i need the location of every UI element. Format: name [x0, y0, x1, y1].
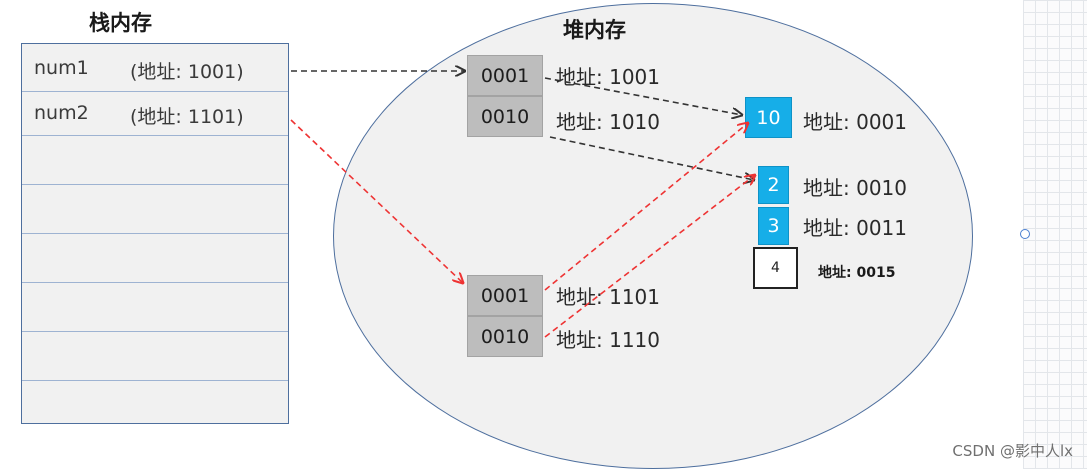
value-10-address: 地址: 0001 [803, 110, 907, 134]
array2-cell0-to-value10-arrow [544, 123, 748, 291]
stack-memory-table: num1 (地址: 1001) num2 (地址: 1101) [21, 43, 289, 424]
canvas-grid-background [1023, 0, 1087, 469]
stack-row: num2 (地址: 1101) [22, 92, 288, 136]
array1-address-0: 地址: 1001 [556, 65, 660, 89]
array1-address-1: 地址: 1010 [556, 110, 660, 134]
stack-row [22, 332, 288, 381]
array2-address-1: 地址: 1110 [556, 328, 660, 352]
connection-handle [1020, 229, 1030, 239]
array2-address-0: 地址: 1101 [556, 285, 660, 309]
variable-name: num2 [34, 102, 89, 124]
heap-memory-ellipse [333, 3, 973, 469]
watermark: CSDN @影中人lx [952, 442, 1073, 460]
array1-cell-0: 0001 [467, 55, 543, 96]
value-4-cell: 4 [753, 247, 798, 289]
stack-row [22, 283, 288, 332]
stack-title: 栈内存 [89, 11, 152, 35]
value-2-cell: 2 [758, 166, 789, 204]
array2-cell1-to-value2-arrow [544, 175, 755, 338]
value-3-address: 地址: 0011 [803, 216, 907, 240]
array1-cell1-to-value2-arrow [549, 136, 754, 180]
array1-cell-1: 0010 [467, 96, 543, 137]
stack-row: num1 (地址: 1001) [22, 44, 288, 92]
variable-address: (地址: 1001) [130, 61, 244, 83]
array2-cell-1: 0010 [467, 316, 543, 357]
variable-name: num1 [34, 57, 89, 79]
stack-row [22, 185, 288, 234]
value-10-cell: 10 [745, 97, 792, 138]
value-2-address: 地址: 0010 [803, 176, 907, 200]
value-4-address: 地址: 0015 [818, 265, 896, 281]
array1-cell0-to-value10-arrow [544, 77, 742, 115]
stack-row [22, 234, 288, 283]
array2-cell-0: 0001 [467, 275, 543, 316]
variable-address: (地址: 1101) [130, 106, 244, 128]
num2-to-array2-arrow [290, 119, 463, 283]
value-3-cell: 3 [758, 207, 789, 245]
heap-title: 堆内存 [563, 18, 626, 42]
stack-row [22, 136, 288, 185]
